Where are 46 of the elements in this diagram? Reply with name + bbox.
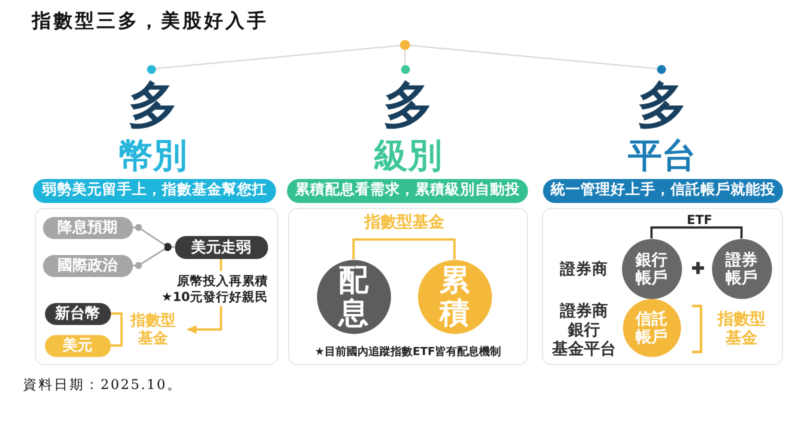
tag-pill: 降息預期 — [42, 216, 132, 238]
footnote: ★目前國內追蹤指數ETF皆有配息機制 — [314, 346, 502, 357]
category-circle: 累積 — [418, 260, 492, 334]
bracket-line — [352, 238, 404, 260]
row-label: 證券商 — [560, 262, 608, 278]
tag-pill: 新台幣 — [44, 302, 110, 324]
panel-card — [542, 208, 783, 365]
column-heading: 幣別 — [119, 139, 187, 173]
bracket-line — [700, 226, 743, 238]
big-character: 多 — [637, 80, 687, 130]
source-note: 資料日期：2025.10。 — [23, 379, 182, 392]
tag-pill: 美元走弱 — [174, 236, 268, 258]
tag-pill: 美元 — [44, 334, 110, 356]
connector-line — [155, 44, 400, 70]
bracket-line — [110, 312, 123, 330]
bracket-label: ETF — [686, 212, 714, 228]
account-circle: 信託帳戶 — [622, 298, 680, 356]
big-character: 多 — [383, 80, 433, 130]
column-heading: 平台 — [628, 139, 696, 173]
account-circle: 證券帳戶 — [712, 238, 772, 298]
dot-icon — [656, 64, 666, 74]
slogan-banner: 累積配息看需求，累積級別自動投 — [287, 179, 528, 203]
title: 指數型三多，美股好入手 — [32, 12, 268, 31]
tag-pill: 國際政治 — [42, 254, 132, 276]
bracket-line — [110, 330, 123, 347]
connector-line — [404, 50, 406, 64]
row-label: 證券商 — [560, 303, 608, 319]
category-circle: 配息 — [316, 260, 390, 334]
connector-line — [410, 44, 657, 70]
big-character: 多 — [128, 80, 178, 130]
panel-card — [288, 208, 528, 365]
slogan-banner: 弱勢美元留手上，指數基金幫您扛 — [33, 179, 276, 203]
connector-line — [132, 243, 174, 269]
fund-label: 指數型基金 — [122, 312, 188, 348]
column-heading: 級別 — [374, 139, 442, 173]
fund-label: 指數型基金 — [364, 212, 446, 240]
slogan-banner: 統一管理好上手，信託帳戶就能投 — [543, 179, 783, 203]
dot-icon — [400, 40, 410, 50]
bracket-line — [404, 238, 456, 260]
dot-icon — [400, 64, 410, 74]
row-label: 基金平台 — [552, 341, 616, 357]
dot-icon — [146, 64, 156, 74]
account-circle: 銀行帳戶 — [622, 238, 682, 298]
row-label: 銀行 — [568, 322, 600, 338]
fund-label: 指數型基金 — [712, 310, 768, 348]
bracket-line — [650, 226, 700, 238]
